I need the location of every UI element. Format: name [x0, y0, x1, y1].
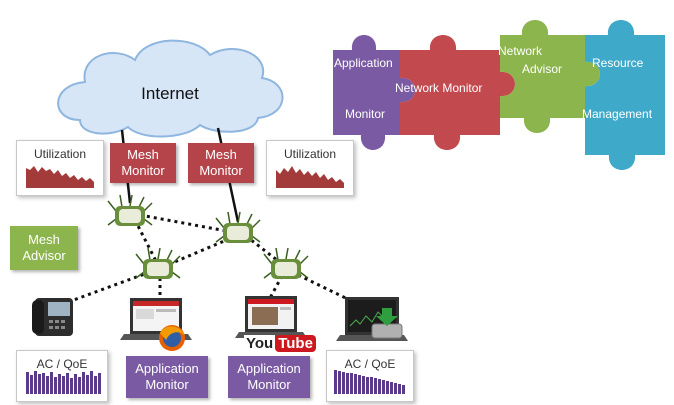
mesh-monitor-line2: Monitor — [199, 163, 243, 178]
application-monitor-line1: Application — [237, 361, 301, 376]
puzzle-piece-network-monitor — [400, 35, 515, 150]
youtube-logo-icon: You Tube — [244, 334, 316, 352]
qoe-card: AC / QoE — [16, 350, 108, 402]
download-icon — [371, 308, 403, 339]
mesh-monitor-box: Mesh Monitor — [110, 143, 176, 183]
puzzle-advisor-label: Advisor — [522, 62, 563, 76]
youtube-tube-text: Tube — [275, 334, 316, 352]
qoe-chart-1 — [26, 371, 101, 394]
router-icon — [107, 194, 153, 226]
utilization-title: Utilization — [283, 147, 337, 161]
qoe-title: AC / QoE — [36, 357, 88, 371]
mesh-monitor-line1: Mesh — [127, 147, 159, 162]
phone-icon — [32, 298, 73, 336]
qoe-chart-2 — [334, 370, 405, 394]
mesh-monitor-line1: Mesh — [205, 147, 237, 162]
mesh-advisor-line2: Advisor — [22, 248, 66, 263]
router-icon — [263, 247, 309, 279]
puzzle-monitor-label: Monitor — [345, 107, 386, 121]
qoe-card: AC / QoE — [326, 350, 414, 402]
internet-label: Internet — [141, 84, 199, 103]
mesh-monitor-box: Mesh Monitor — [188, 143, 254, 183]
application-monitor-box: Application Monitor — [126, 356, 208, 398]
puzzle-management-label: Management — [582, 107, 653, 121]
wireless-links — [59, 213, 361, 307]
puzzle-piece-network-advisor — [500, 20, 600, 133]
router-icon — [135, 247, 181, 279]
utilization-chart-2 — [276, 166, 344, 188]
puzzle-application-label: Application — [334, 56, 393, 70]
mesh-advisor-box: Mesh Advisor — [10, 226, 78, 270]
application-monitor-box: Application Monitor — [228, 356, 310, 398]
puzzle-piece-application-monitor — [333, 35, 415, 150]
application-monitor-line2: Monitor — [247, 377, 291, 392]
application-monitor-line2: Monitor — [145, 377, 189, 392]
mesh-advisor-line1: Mesh — [28, 232, 60, 247]
utilization-chart-1 — [26, 166, 94, 188]
qoe-title: AC / QoE — [344, 357, 396, 371]
utilization-title: Utilization — [33, 147, 87, 161]
firefox-icon — [159, 325, 185, 351]
puzzle-network-label: Network — [498, 44, 543, 58]
laptop-icon — [235, 296, 307, 338]
puzzle-piece-resource-management — [585, 20, 665, 170]
utilization-card: Utilization — [16, 140, 104, 196]
youtube-you-text: You — [244, 334, 276, 352]
puzzle-resource-label: Resource — [592, 56, 644, 70]
router-icon — [215, 211, 261, 243]
application-monitor-line1: Application — [135, 361, 199, 376]
cloud-icon — [57, 39, 284, 138]
puzzle-network-monitor-label: Network Monitor — [395, 81, 483, 95]
mesh-monitor-line2: Monitor — [121, 163, 165, 178]
utilization-card: Utilization — [266, 140, 354, 196]
